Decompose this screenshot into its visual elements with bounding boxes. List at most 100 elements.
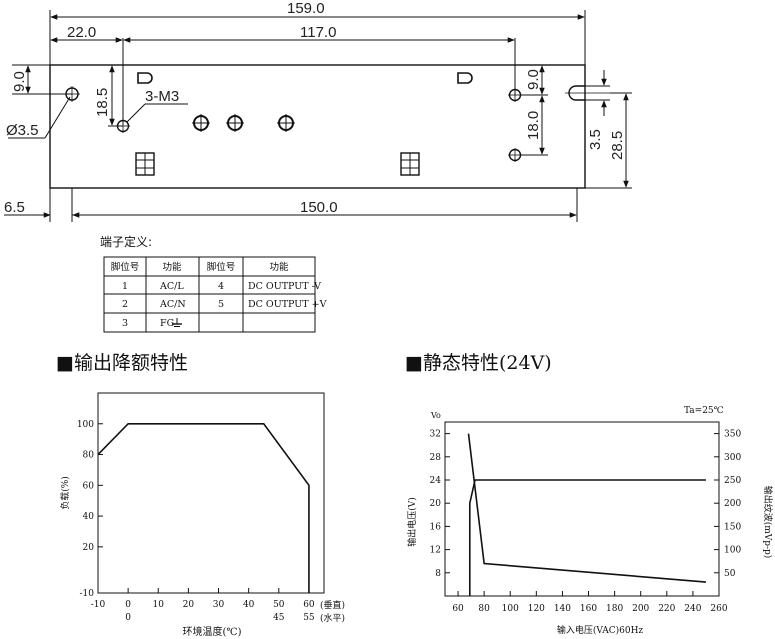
chart2-ylabel: 输出电压(V) bbox=[406, 497, 418, 547]
table-cell: 3 bbox=[122, 318, 128, 329]
screw-hole bbox=[277, 114, 295, 132]
chart1-xlabel: 环境温度(℃) bbox=[183, 625, 242, 638]
y-tick-label: 100 bbox=[77, 420, 94, 430]
table-cell: FG bbox=[160, 318, 174, 329]
x-tick-label: 40 bbox=[243, 600, 255, 610]
table-cell: 1 bbox=[122, 281, 128, 292]
y-tick-label: 40 bbox=[83, 512, 95, 522]
y-tick-label: 8 bbox=[435, 569, 441, 579]
x-tick-label-secondary: 0 bbox=[125, 613, 131, 623]
y-tick-label: 20 bbox=[83, 543, 95, 553]
chart2-y2label: 输出纹波(mVp-p) bbox=[762, 486, 774, 559]
mechanical-drawing: 159.0 22.0 117.0 9.0 18.5 bbox=[4, 0, 632, 222]
x-tick-label-secondary: 55 bbox=[303, 613, 315, 623]
chart2-y-top-label: Vo bbox=[430, 411, 441, 420]
terminal-table: 端子定义: 脚位号 功能 脚位号 功能 1 AC/L 4 DC OUTPUT -… bbox=[100, 234, 327, 333]
y2-tick-label: 50 bbox=[724, 569, 736, 579]
screw-label: 3-M3 bbox=[145, 88, 179, 105]
ripple-curve bbox=[467, 433, 707, 583]
led-marker bbox=[457, 72, 473, 84]
ground-icon bbox=[172, 318, 182, 327]
x-tick-label: 60 bbox=[452, 604, 464, 614]
y-tick-label: 24 bbox=[430, 476, 442, 486]
x-tick-label: 240 bbox=[684, 604, 701, 614]
y2-tick-label: 100 bbox=[724, 546, 741, 556]
x-tick-label-secondary: 45 bbox=[273, 613, 285, 623]
table-header: 脚位号 bbox=[207, 261, 236, 273]
chart1-frame bbox=[97, 392, 325, 594]
chart2-annotation: Ta=25℃ bbox=[684, 406, 724, 416]
screw-hole bbox=[226, 114, 244, 132]
leader-line bbox=[126, 103, 146, 123]
table-cell: DC OUTPUT +V bbox=[248, 299, 327, 310]
table-cell: 5 bbox=[218, 299, 224, 310]
dim-bottom-width: 150.0 bbox=[300, 199, 338, 216]
table-cell: AC/L bbox=[159, 281, 184, 292]
dim-slot-width: 3.5 bbox=[587, 129, 604, 150]
terminal-block bbox=[400, 152, 420, 176]
y2-tick-label: 300 bbox=[724, 453, 741, 463]
table-cell: DC OUTPUT -V bbox=[248, 281, 321, 292]
x-tick-label: 0 bbox=[125, 600, 131, 610]
dim-left-hole-height: 18.5 bbox=[94, 88, 111, 117]
y2-tick-label: 150 bbox=[724, 522, 741, 532]
y-tick-label: 32 bbox=[430, 430, 441, 440]
y-tick-label: 16 bbox=[430, 522, 442, 532]
x-tick-label: 50 bbox=[273, 600, 285, 610]
dim-overall-width: 159.0 bbox=[287, 0, 325, 17]
x-tick-label: 20 bbox=[183, 600, 195, 610]
x-tick-label: 220 bbox=[658, 604, 675, 614]
x-tick-label: 120 bbox=[528, 604, 545, 614]
y2-tick-label: 350 bbox=[724, 430, 741, 440]
mount-hole bbox=[64, 86, 80, 102]
table-cell: 2 bbox=[122, 299, 128, 310]
chart2-xlabel: 输入电压(VAC)60Hz bbox=[557, 624, 644, 636]
dim-right-spacing: 18.0 bbox=[525, 111, 542, 140]
dim-top-hole-left: 9.0 bbox=[11, 71, 28, 92]
x-tick-label: 140 bbox=[554, 604, 571, 614]
x-tick-label: 30 bbox=[213, 600, 225, 610]
mount-hole bbox=[508, 88, 522, 102]
output-voltage-curve bbox=[468, 479, 706, 596]
x-tick-label: 60 bbox=[303, 600, 315, 610]
case-outline bbox=[49, 64, 586, 189]
led-marker bbox=[137, 72, 153, 84]
y2-tick-label: 200 bbox=[724, 499, 741, 509]
x-tick-label: 160 bbox=[580, 604, 597, 614]
mount-hole bbox=[116, 119, 130, 133]
dim-height: 28.5 bbox=[609, 131, 626, 160]
derating-heading: ■输出降额特性 bbox=[56, 352, 188, 374]
x-tick-label: 100 bbox=[502, 604, 519, 614]
chart1-x-legend-horizontal: (水平) bbox=[320, 612, 345, 624]
chart2-frame bbox=[444, 421, 720, 597]
x-tick-label: 260 bbox=[710, 604, 727, 614]
table-header: 脚位号 bbox=[111, 261, 140, 273]
dim-hole-spacing: 117.0 bbox=[300, 24, 336, 41]
dim-left-offset: 22.0 bbox=[67, 24, 96, 41]
terminal-block bbox=[135, 152, 155, 176]
chart1-x-legend-vertical: (垂直) bbox=[320, 599, 345, 611]
chart1-ylabel: 负载(%) bbox=[59, 476, 71, 510]
y-tick-label: -10 bbox=[80, 589, 95, 599]
static-heading: ■静态特性(24V) bbox=[405, 352, 552, 374]
y-tick-label: 20 bbox=[430, 499, 442, 509]
table-header: 功能 bbox=[162, 261, 182, 273]
dim-right-top: 9.0 bbox=[525, 69, 542, 90]
x-tick-label: -10 bbox=[91, 600, 106, 610]
x-tick-label: 80 bbox=[478, 604, 490, 614]
x-tick-label: 180 bbox=[606, 604, 623, 614]
y-tick-label: 28 bbox=[430, 453, 442, 463]
hole-diameter-label: Ø3.5 bbox=[6, 122, 39, 139]
dim-bottom-left: 6.5 bbox=[4, 199, 25, 216]
table-header: 功能 bbox=[269, 261, 289, 273]
leader-line bbox=[44, 96, 71, 139]
derating-curve bbox=[97, 422, 310, 593]
x-tick-label: 200 bbox=[632, 604, 649, 614]
y-tick-label: 12 bbox=[430, 546, 441, 556]
table-cell: 4 bbox=[218, 281, 224, 292]
y-tick-label: 60 bbox=[83, 481, 95, 491]
y-tick-label: 80 bbox=[83, 451, 95, 461]
